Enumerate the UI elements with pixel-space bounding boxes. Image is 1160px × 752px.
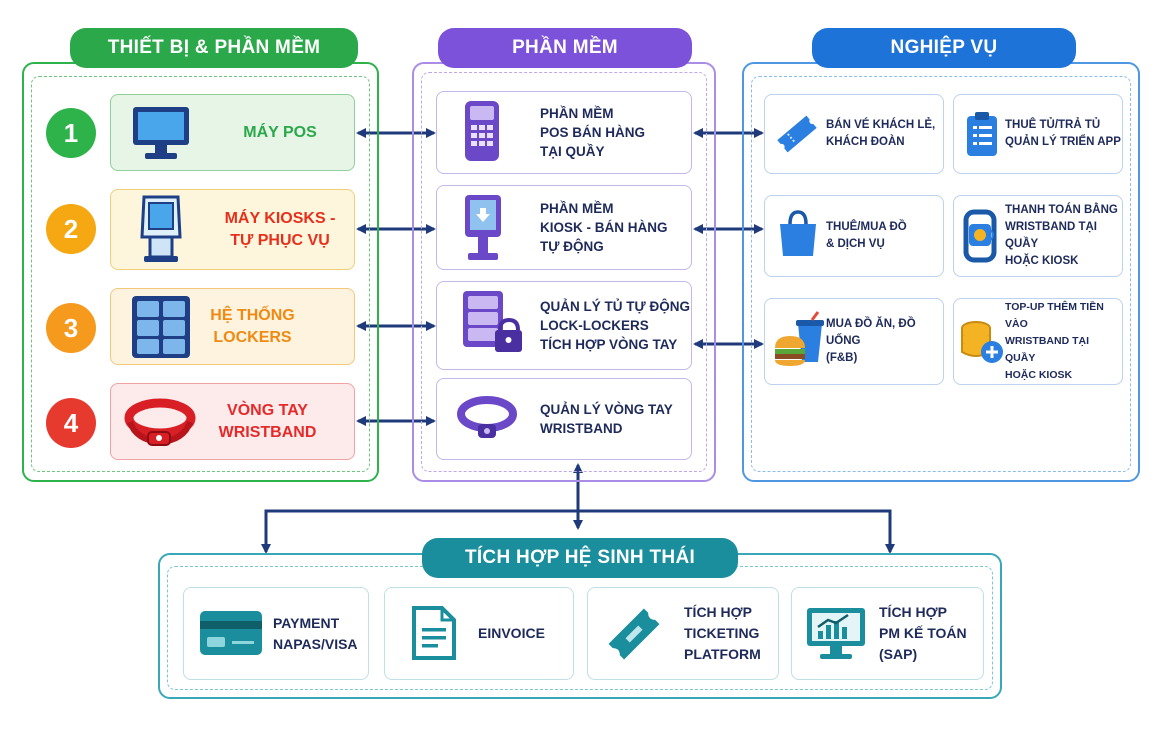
chart-monitor-icon xyxy=(807,608,865,659)
software-label-lockers: QUẢN LÝ TỦ TỰ ĐỘNG LOCK-LOCKERS TÍCH HỢP… xyxy=(540,281,690,370)
business-label-fnb-line1: MUA ĐỒ ĂN, ĐỒ UỐNG xyxy=(826,318,916,347)
device-label-lockers-line1: HỆ THỐNG xyxy=(210,306,295,324)
business-label-wristband-pay-line1: THANH TOÁN BẰNG xyxy=(1005,204,1118,216)
step-number-4: 4 xyxy=(46,398,96,448)
device-label-wristband-line1: VÒNG TAY xyxy=(227,401,308,419)
software-label-pos: PHẦN MỀM POS BÁN HÀNG TẠI QUẦY xyxy=(540,91,690,174)
business-label-ticket: BÁN VÉ KHÁCH LẺ, KHÁCH ĐOÀN xyxy=(826,94,942,174)
software-label-wristband-line1: QUẢN LÝ VÒNG TAY xyxy=(540,402,673,417)
wristband-icon xyxy=(457,396,517,438)
step-number-1: 1 xyxy=(46,108,96,158)
software-label-wristband: QUẢN LÝ VÒNG TAY WRISTBAND xyxy=(540,378,690,460)
ecosystem-label-accounting-line1: TÍCH HỢP xyxy=(879,604,947,620)
software-label-kiosk: PHẦN MỀM KIOSK - BÁN HÀNG TỰ ĐỘNG xyxy=(540,185,690,270)
business-label-fnb: MUA ĐỒ ĂN, ĐỒ UỐNG (F&B) xyxy=(826,298,942,385)
locker-lock-icon xyxy=(463,291,522,352)
business-label-rent-buy-line1: THUÊ/MUA ĐỒ xyxy=(826,221,907,233)
software-label-kiosk-line3: TỰ ĐỘNG xyxy=(540,239,604,254)
ticket-icon xyxy=(777,115,817,153)
pos-terminal-icon xyxy=(465,101,499,161)
device-label-pos-line1: MÁY POS xyxy=(243,123,317,141)
business-panel-inner xyxy=(751,76,1131,472)
device-label-wristband: VÒNG TAY WRISTBAND xyxy=(205,383,330,460)
software-row-wristband[interactable] xyxy=(436,378,692,460)
device-label-kiosk-line1: MÁY KIOSKS - xyxy=(224,209,336,227)
ecosystem-label-accounting: TÍCH HỢP PM KẾ TOÁN (SAP) xyxy=(879,587,983,680)
food-drink-icon xyxy=(775,311,824,366)
business-label-wristband-pay-line3: HOẶC KIOSK xyxy=(1005,255,1079,267)
device-label-kiosk-line2: TỰ PHỤC VỤ xyxy=(230,231,330,249)
device-row-wristband[interactable] xyxy=(110,383,355,460)
kiosk-icon xyxy=(140,195,182,262)
software-label-pos-line2: POS BÁN HÀNG xyxy=(540,125,646,140)
coins-plus-icon xyxy=(961,321,1003,363)
ecosystem-label-ticketing-line3: PLATFORM xyxy=(684,646,761,662)
ecosystem-label-einvoice-line1: EINVOICE xyxy=(478,625,545,641)
ecosystem-label-payment-line1: PAYMENT xyxy=(273,614,340,631)
business-label-locker-rent: THUÊ TỦ/TRẢ TỦ QUẢN LÝ TRIỂN APP xyxy=(1005,94,1122,174)
wristband-icon xyxy=(124,398,196,446)
devices-title: THIẾT BỊ & PHẦN MỀM xyxy=(70,28,358,68)
business-label-topup-line3: HOẶC KIOSK xyxy=(1005,369,1073,381)
credit-card-icon xyxy=(200,611,262,655)
ecosystem-label-payment: PAYMENT NAPAS/VISA xyxy=(273,587,367,680)
clipboard-icon xyxy=(967,112,997,156)
device-label-kiosk: MÁY KIOSKS - TỰ PHỤC VỤ xyxy=(205,189,355,270)
business-label-rent-buy-line2: & DỊCH VỤ xyxy=(826,238,885,250)
device-label-pos: MÁY POS xyxy=(205,94,355,171)
business-label-topup: TOP-UP THÊM TIỀN VÀO WRISTBAND TẠI QUẦY … xyxy=(1005,298,1122,385)
software-label-lockers-line1: QUẢN LÝ TỦ TỰ ĐỘNG xyxy=(540,299,690,314)
ecosystem-label-accounting-line2: PM KẾ TOÁN xyxy=(879,625,967,641)
device-label-lockers-line2: LOCKERS xyxy=(213,328,292,346)
document-icon xyxy=(412,606,456,660)
arrow-ecosystem-branch xyxy=(261,509,895,554)
lockers-icon xyxy=(132,296,190,358)
business-title: NGHIỆP VỤ xyxy=(812,28,1076,68)
business-label-topup-line1: TOP-UP THÊM TIỀN VÀO xyxy=(1005,301,1104,330)
software-label-wristband-line2: WRISTBAND xyxy=(540,421,623,436)
software-label-pos-line3: TẠI QUẦY xyxy=(540,144,605,159)
device-label-wristband-line2: WRISTBAND xyxy=(218,423,317,441)
business-label-fnb-line2: (F&B) xyxy=(826,352,858,364)
business-label-rent-buy: THUÊ/MUA ĐỒ & DỊCH VỤ xyxy=(826,195,942,277)
business-label-locker-rent-line1: THUÊ TỦ/TRẢ TỦ xyxy=(1005,119,1101,131)
software-panel-inner xyxy=(421,72,707,472)
business-label-wristband-pay: THANH TOÁN BẰNG WRISTBAND TẠI QUẦY HOẶC … xyxy=(1005,195,1122,277)
business-label-locker-rent-line2: QUẢN LÝ TRIỂN APP xyxy=(1005,136,1121,148)
software-label-pos-line1: PHẦN MỀM xyxy=(540,106,614,121)
step-number-3: 3 xyxy=(46,303,96,353)
ecosystem-label-ticketing: TÍCH HỢP TICKETING PLATFORM xyxy=(684,587,778,680)
monitor-icon xyxy=(133,107,189,159)
software-label-kiosk-line2: KIOSK - BÁN HÀNG xyxy=(540,220,668,235)
ecosystem-label-ticketing-line2: TICKETING xyxy=(684,625,760,641)
device-label-lockers: HỆ THỐNG LOCKERS xyxy=(195,288,310,365)
step-number-2: 2 xyxy=(46,204,96,254)
business-label-ticket-line1: BÁN VÉ KHÁCH LẺ, xyxy=(826,119,936,131)
business-label-wristband-pay-line2: WRISTBAND TẠI QUẦY xyxy=(1005,221,1097,250)
ecosystem-label-accounting-line3: (SAP) xyxy=(879,646,918,662)
ecosystem-label-payment-line2: NAPAS/VISA xyxy=(273,635,358,652)
business-label-topup-line2: WRISTBAND TẠI QUẦY xyxy=(1005,335,1089,364)
software-label-lockers-line3: TÍCH HỢP VÒNG TAY xyxy=(540,337,678,352)
ecosystem-label-einvoice: EINVOICE xyxy=(478,587,572,680)
devices-panel-inner xyxy=(31,76,370,472)
kiosk-icon xyxy=(465,195,501,260)
shopping-bag-icon xyxy=(780,210,816,256)
business-label-ticket-line2: KHÁCH ĐOÀN xyxy=(826,136,905,148)
ticket-icon xyxy=(608,608,660,660)
software-title: PHẦN MỀM xyxy=(438,28,692,68)
software-label-kiosk-line1: PHẦN MỀM xyxy=(540,201,614,216)
wristband-payment-icon xyxy=(963,209,997,263)
ecosystem-label-ticketing-line1: TÍCH HỢP xyxy=(684,604,752,620)
software-label-lockers-line2: LOCK-LOCKERS xyxy=(540,318,649,333)
ecosystem-title: TÍCH HỢP HỆ SINH THÁI xyxy=(422,538,738,578)
